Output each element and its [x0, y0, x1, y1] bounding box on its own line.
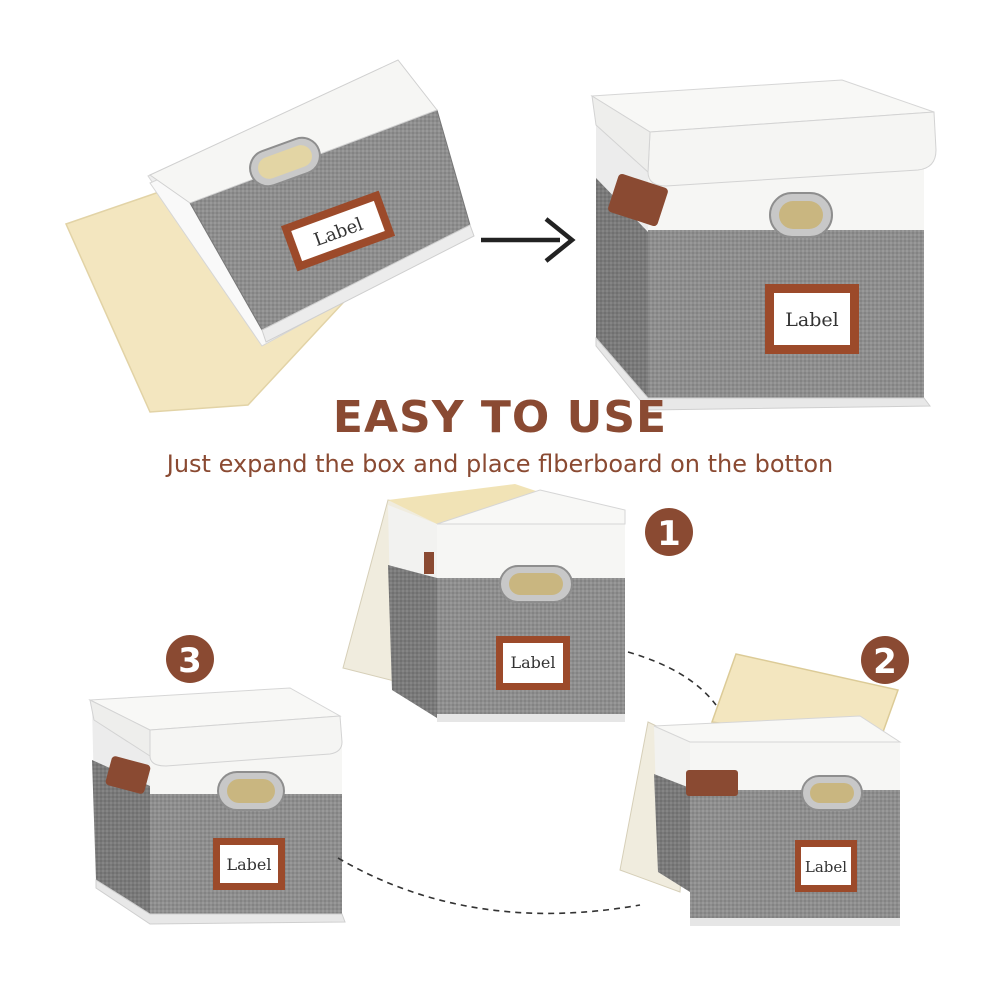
step-badge-icon: [645, 508, 693, 556]
headline-title: EASY TO USE: [332, 392, 668, 443]
step-badge-1: 1: [645, 508, 693, 556]
step-badge-2: 2: [861, 636, 909, 684]
arrow-right-icon: [481, 217, 576, 263]
label-text: Label: [227, 855, 272, 874]
step-1-box-illustration: Label: [342, 484, 626, 722]
step-badge-3: 3: [166, 635, 214, 683]
step-number: 3: [178, 641, 202, 681]
dashed-path: [337, 857, 641, 915]
step-number: 1: [657, 514, 681, 554]
step-badge-icon: [861, 636, 909, 684]
step-badge-icon: [166, 635, 214, 683]
dashed-path: [627, 651, 717, 706]
step-3-box-illustration: Label: [88, 687, 346, 925]
assembled-box-illustration: Label: [590, 79, 937, 411]
step-number: 2: [873, 642, 897, 682]
label-text: Label: [785, 309, 838, 331]
label-text: Label: [805, 858, 847, 876]
headline-subtitle: Just expand the box and place flberboard…: [166, 450, 834, 478]
step-2-box-illustration: Label: [619, 653, 902, 926]
folded-box-illustration: Label: [64, 59, 475, 413]
label-text: Label: [511, 653, 556, 672]
